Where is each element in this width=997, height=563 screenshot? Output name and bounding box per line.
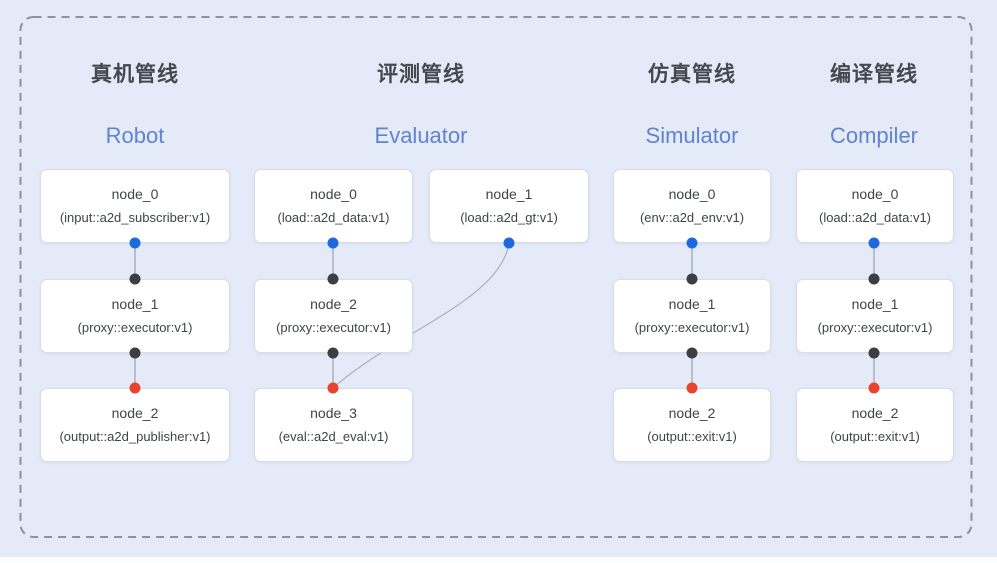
edge-curve — [333, 242, 510, 388]
dashed-frame — [19, 16, 973, 538]
bottom-strip — [0, 557, 997, 563]
